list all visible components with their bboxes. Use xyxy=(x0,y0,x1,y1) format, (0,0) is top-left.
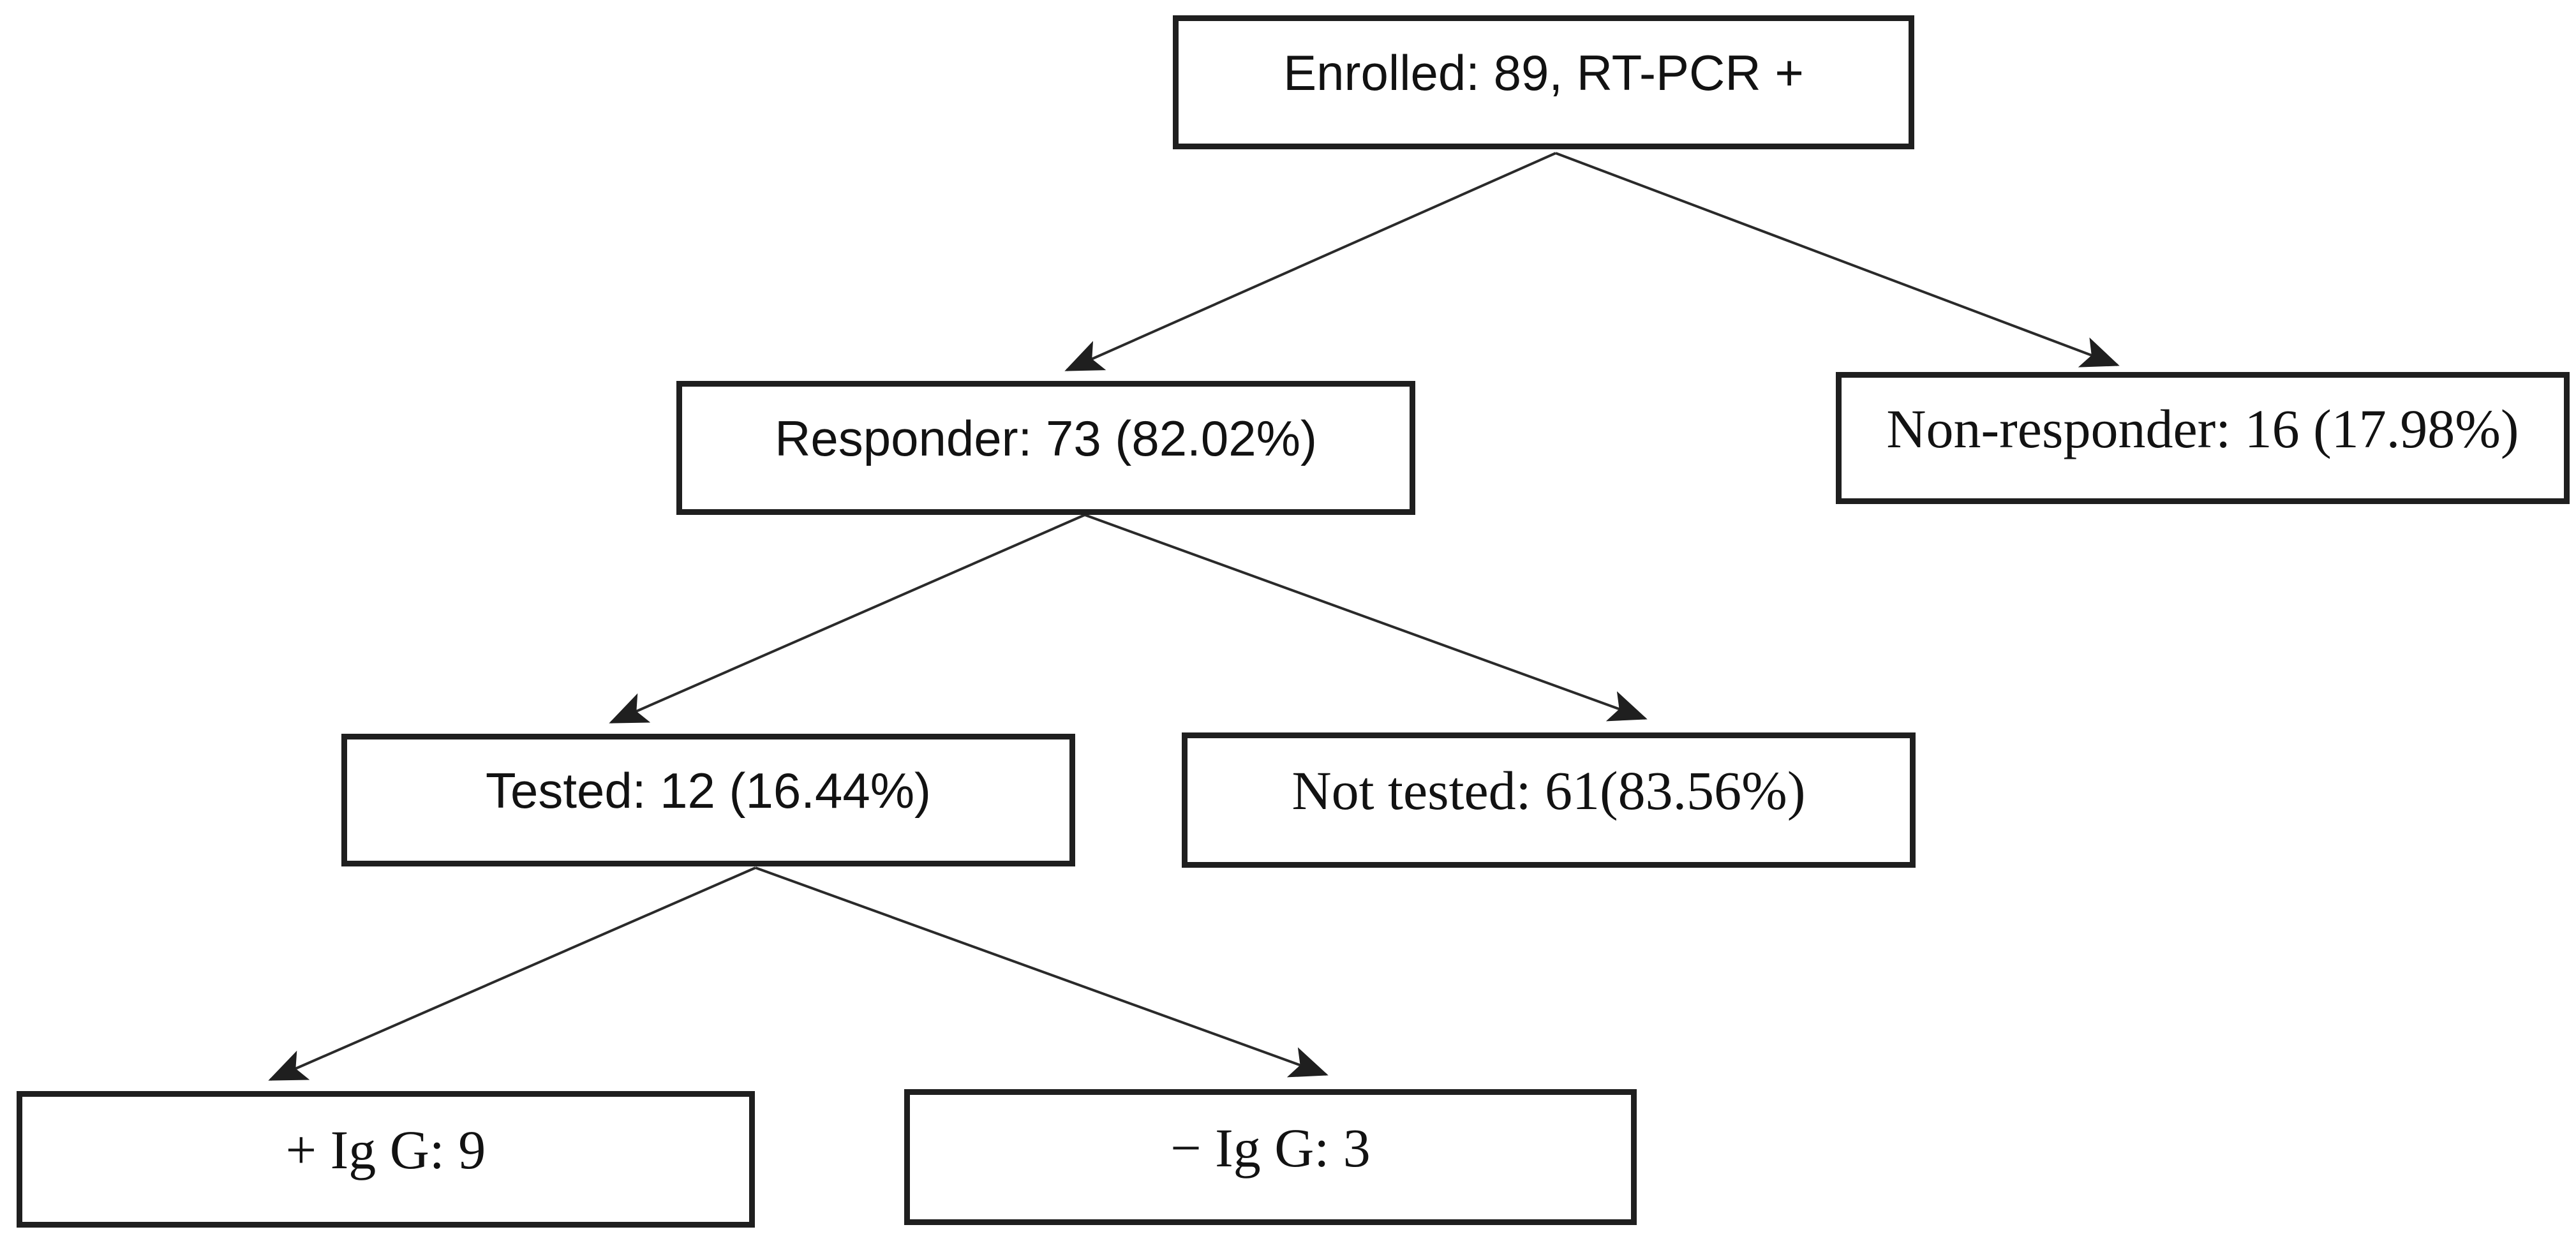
node-igg-negative: − Ig G: 3 xyxy=(904,1089,1637,1225)
node-not-tested: Not tested: 61(83.56%) xyxy=(1182,732,1916,868)
edge-enrolled-non-responder xyxy=(1555,152,2120,368)
node-responder: Responder: 73 (82.02%) xyxy=(676,381,1415,515)
node-not-tested-label: Not tested: 61(83.56%) xyxy=(1292,760,1806,821)
edge-tested-igg-positive xyxy=(268,866,756,1081)
node-non-responder: Non-responder: 16 (17.98%) xyxy=(1836,372,2570,504)
node-responder-label: Responder: 73 (82.02%) xyxy=(775,410,1317,466)
node-igg-negative-label: − Ig G: 3 xyxy=(1170,1117,1371,1178)
edge-tested-igg-negative xyxy=(755,866,1329,1078)
node-non-responder-label: Non-responder: 16 (17.98%) xyxy=(1886,398,2519,459)
edge-responder-not-tested xyxy=(1084,514,1648,722)
node-enrolled-label: Enrolled: 89, RT-PCR + xyxy=(1283,44,1804,101)
node-igg-positive: + Ig G: 9 xyxy=(17,1091,755,1228)
edge-responder-tested xyxy=(609,514,1085,724)
node-tested: Tested: 12 (16.44%) xyxy=(341,734,1075,866)
node-igg-positive-label: + Ig G: 9 xyxy=(285,1119,486,1180)
node-enrolled: Enrolled: 89, RT-PCR + xyxy=(1173,15,1914,149)
node-tested-label: Tested: 12 (16.44%) xyxy=(485,762,932,819)
edge-enrolled-responder xyxy=(1064,152,1556,371)
